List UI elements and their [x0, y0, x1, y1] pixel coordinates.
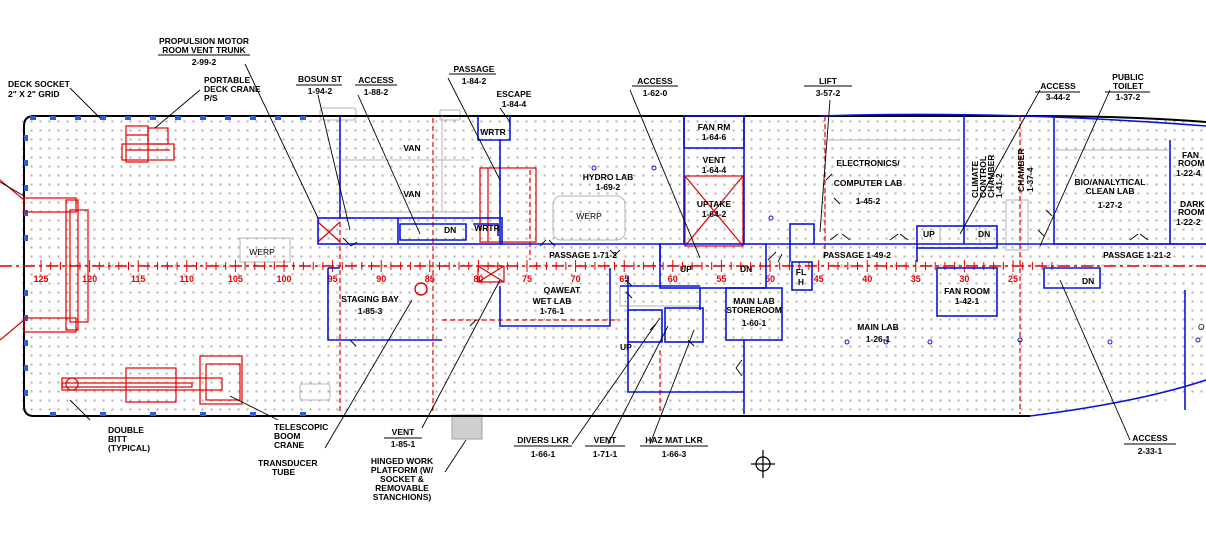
frame-number: 125 [33, 274, 48, 284]
frame-number: 45 [814, 274, 824, 284]
wrtr-label-2: WRTR [474, 223, 500, 233]
frame-number: 35 [911, 274, 921, 284]
frame-number: 100 [276, 274, 291, 284]
door-swings [342, 173, 1149, 377]
frame-number: 85 [425, 274, 435, 284]
passage-171-label: PASSAGE 1-71-2 [549, 250, 617, 260]
frame-number: 105 [228, 274, 243, 284]
frame-number: 95 [328, 274, 338, 284]
frame-number: 55 [716, 274, 726, 284]
frame-number: 90 [376, 274, 386, 284]
frame-number: 30 [959, 274, 969, 284]
midship-symbol [751, 450, 775, 478]
edge-o-label: O [1198, 322, 1205, 332]
telescopic-boom-crane [61, 355, 243, 405]
frame-number: 40 [862, 274, 872, 284]
room-walls [317, 115, 1206, 414]
up-label-1: UP [680, 264, 692, 274]
dn-label-4: DN [1082, 276, 1094, 286]
wrtr-label-1: WRTR [480, 127, 506, 137]
frame-number: 120 [82, 274, 97, 284]
callout-rules [158, 54, 1176, 447]
frame-number: 70 [571, 274, 581, 284]
red-structure [317, 167, 744, 283]
frame-number: 65 [619, 274, 629, 284]
blue-markers [591, 165, 1201, 345]
passage-149-label: PASSAGE 1-49-2 [823, 250, 891, 260]
frame-number: 110 [180, 274, 195, 284]
van-label-1: VAN [403, 143, 420, 153]
passage-121-label: PASSAGE 1-21-2 [1103, 250, 1171, 260]
hull-outline [23, 115, 1206, 127]
frame-number: 50 [765, 274, 775, 284]
deck-edge-marks [24, 116, 306, 416]
dn-label-1: DN [740, 264, 752, 274]
hull-inner-line [819, 113, 1206, 127]
stern-a-frame [0, 179, 89, 341]
room-details [340, 116, 1170, 213]
transducer-tube [414, 282, 428, 296]
frame-number: 60 [668, 274, 678, 284]
werp-label-1: WERP [249, 247, 275, 257]
frame-number: 115 [131, 274, 146, 284]
hull-outline-bottom [23, 126, 1030, 417]
van-label-2: VAN [403, 189, 420, 199]
portable-deck-crane [121, 125, 175, 163]
hull-inner-line-bottom [1029, 379, 1206, 417]
leader-lines [0, 63, 1131, 473]
dn-label-3: DN [444, 225, 456, 235]
dn-label-2: DN [978, 229, 990, 239]
frame-number: 75 [522, 274, 532, 284]
qaweat-label: QAWEAT [544, 285, 581, 295]
climate-chamber-label: CLIMATECONTROLCHAMBER1-41-2 [970, 155, 1004, 198]
centerline-ticks [40, 260, 1053, 272]
up-label-2: UP [620, 342, 632, 352]
frame-number: 25 [1008, 274, 1018, 284]
werp-label-2: WERP [576, 211, 602, 221]
up-label-3: UP [923, 229, 935, 239]
chamber-label: CHAMBER1-37-4 [1016, 149, 1035, 192]
hinged-platform-block [451, 414, 483, 440]
